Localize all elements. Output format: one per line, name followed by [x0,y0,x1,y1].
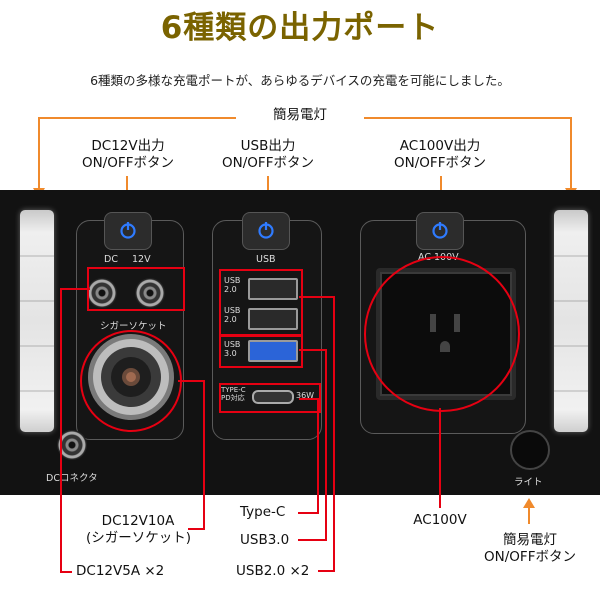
light-button-label-line1: 簡易電灯 [503,532,557,548]
page-title: 6種類の出力ポート [160,10,440,46]
dc-connector-text: DCコネクタ [46,473,98,484]
usb2-line-top [299,296,335,298]
light-button[interactable] [510,430,550,470]
light-text: ライト [514,477,543,488]
dc-connector-port [57,430,87,460]
ac-button-label-line2: ON/OFFボタン [394,155,486,171]
typec-label: Type-C [240,504,286,520]
ac-button-label: AC100V出力 ON/OFFボタン [380,138,500,172]
typec-text-line1: TYPE-C [221,386,246,394]
usb20-b-text: USB 2.0 [224,306,241,324]
cigar-line-vert [203,380,205,530]
usb2-line-vert [333,296,335,572]
cigar-text: シガーソケット [100,321,167,332]
lamp-callout-line-right [364,117,572,119]
usb3-line-vert [325,349,327,541]
typec-line-vert [317,398,319,514]
usb30-text: USB 3.0 [224,340,241,358]
lamp-right [554,210,588,432]
v12-text: 12V [132,254,151,265]
usb-button-label: USB出力 ON/OFFボタン [208,138,328,172]
dc5a-line-top [60,288,90,290]
dc-button-label-line2: ON/OFFボタン [82,155,174,171]
usb20-highlight [219,269,303,337]
w36-text: 36W [296,391,315,400]
cigar-label-line1: DC12V10A [101,513,175,529]
ac-button-label-line1: AC100V出力 [399,138,481,154]
dc5a-line-bottom [60,571,72,573]
usb-power-button[interactable] [242,212,290,250]
lamp-callout-drop-left [38,117,40,193]
light-arrow-head [523,498,535,508]
cigar-line-bottom [188,528,205,530]
usb-button-arrow-line [267,176,269,200]
ac-highlight [364,256,520,412]
ac-button-arrow-line [440,176,442,200]
typec-highlight [219,383,321,413]
usb2-line-bottom [318,570,335,572]
usb2-label: USB2.0 ×2 [236,563,310,579]
usb3-line-top [299,349,327,351]
typec-line-top [299,398,319,400]
usb-button-label-line1: USB出力 [240,138,296,154]
power-icon [432,222,448,239]
usb30-highlight [219,334,303,368]
lamp-callout-line-left [38,117,236,119]
ac-line-vert [439,408,441,508]
dc-button-arrow-line [126,176,128,200]
dc-button-label-line1: DC12V出力 [91,138,165,154]
dc5a-line-vert [60,288,62,572]
typec-port [252,390,294,404]
lamp-left [20,210,54,432]
usb20-a-text: USB 2.0 [224,276,241,294]
lamp-top-label: 簡易電灯 [273,107,327,123]
typec-text: TYPE-C PD対応 [221,386,246,402]
usb30-port [248,340,298,362]
power-icon [120,222,136,239]
page-subtitle: 6種類の多様な充電ポートが、あらゆるデバイスの充電を可能にしました。 [90,73,510,88]
power-icon [258,222,274,239]
light-button-label: 簡易電灯 ON/OFFボタン [470,532,590,566]
dc5a-label: DC12V5A ×2 [76,563,165,579]
usb3-label: USB3.0 [240,532,290,548]
dc-button-label: DC12V出力 ON/OFFボタン [68,138,188,172]
light-arrow-line [528,506,530,524]
ac100v-label: AC100V [413,512,467,528]
usb-text: USB [256,254,276,265]
usb-button-label-line2: ON/OFFボタン [222,155,314,171]
dc-port-2 [135,278,165,308]
cigar-label: DC12V10A (シガーソケット) [86,513,192,547]
usb20-port-2 [248,308,298,330]
lamp-callout-drop-right [570,117,572,193]
ac-power-button[interactable] [416,212,464,250]
typec-text-line2: PD対応 [221,394,245,402]
usb20-port-1 [248,278,298,300]
dc-text: DC [104,254,118,265]
usb3-line-bottom [298,539,327,541]
dc-ports-highlight [87,267,185,311]
typec-line-bottom [298,512,319,514]
light-button-label-line2: ON/OFFボタン [484,549,576,565]
cigar-highlight [80,330,182,432]
cigar-label-line2: (シガーソケット) [86,530,192,546]
dc-port-1 [87,278,117,308]
dc-power-button[interactable] [104,212,152,250]
cigar-line-top [178,380,204,382]
